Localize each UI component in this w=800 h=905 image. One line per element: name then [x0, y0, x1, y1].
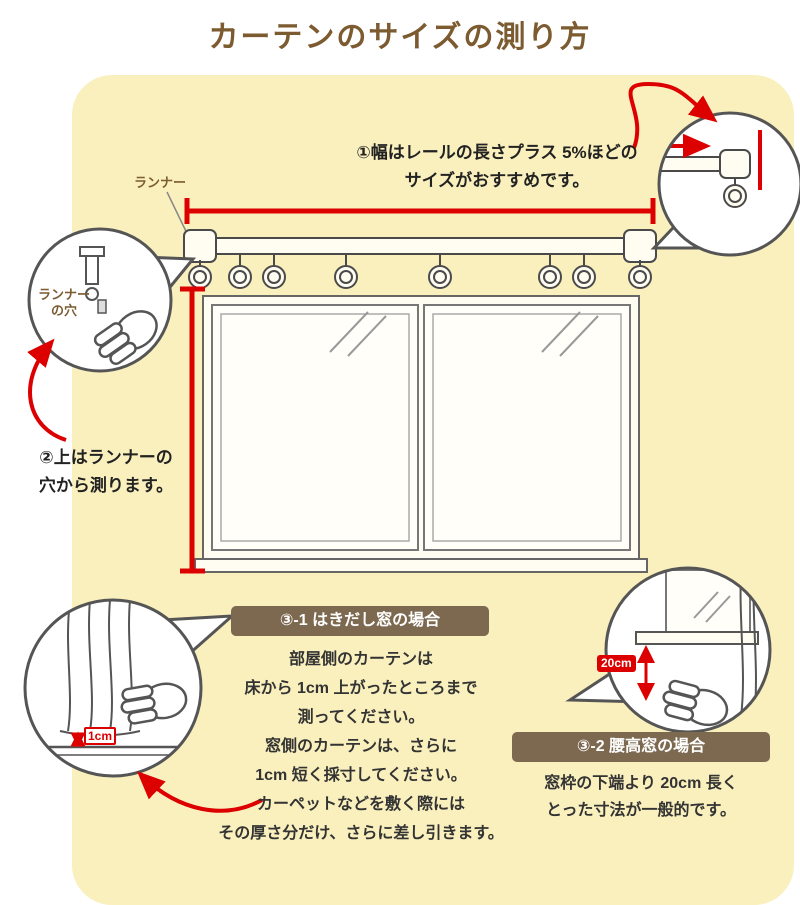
section-3-2-heading: ③-2 腰高窓の場合: [512, 732, 770, 762]
twenty-cm-label: 20cm: [597, 655, 636, 672]
s32-line: とった寸法が一般的です。: [546, 802, 736, 819]
step1-line2: サイズがおすすめです。: [404, 171, 590, 190]
step2-line2: 穴から測ります。: [38, 476, 174, 495]
arrow-to-floor-hem-bubble: [136, 771, 263, 813]
window: [194, 295, 648, 573]
section-3-1-heading: ③-1 はきだし窓の場合: [231, 606, 489, 636]
s31-line: 床から 1cm 上がったところまで: [244, 680, 478, 697]
window-sill-zoom-bubble: [565, 566, 772, 734]
page: { "title": "カーテンのサイズの測り方", "steps": { "s…: [22, 21, 800, 905]
step2-line1: ②上はランナーの: [39, 448, 173, 467]
s31-line: その厚さ分だけ、さらに差し引きます。: [218, 825, 504, 842]
one-cm-gap-label: 1cm: [84, 727, 117, 745]
arrow-to-rail-end-bubble: [628, 81, 718, 149]
rail-width-measure-line: [184, 198, 656, 224]
s31-line: 測ってください。: [297, 709, 425, 726]
runner-label: ランナー: [134, 175, 187, 190]
page-title: カーテンのサイズの測り方: [208, 21, 592, 54]
section-3-2-body: 窓枠の下端より 20cm 長く とった寸法が一般的です。: [500, 770, 782, 824]
curtain-measure-diagram: [23, 81, 800, 813]
step1-width-note: ①幅はレールの長さプラス 5%ほどの サイズがおすすめです。: [330, 139, 664, 195]
s31-line: カーペットなどを敷く際には: [256, 796, 465, 813]
runner-hole-zoom-bubble: [27, 227, 197, 373]
section-3-1-body: 部屋側のカーテンは 床から 1cm 上がったところまで 測ってください。 窓側の…: [200, 645, 522, 848]
rail-end-zoom-bubble: [650, 111, 800, 257]
curtain-rail: [166, 191, 657, 263]
arrow-to-runner-hole-bubble: [27, 338, 67, 442]
s31-line: 部屋側のカーテンは: [288, 651, 433, 668]
s31-line: 1cm 短く採寸してください。: [255, 767, 467, 784]
runner-hole-label: ランナーの穴: [37, 287, 90, 318]
step2-measure-from-hole-note: ②上はランナーの 穴から測ります。: [22, 444, 190, 500]
runner-rings: [188, 254, 652, 289]
red-callout-arrows: [27, 81, 718, 813]
curtain-height-measure-line: [180, 286, 205, 574]
step1-line1: ①幅はレールの長さプラス 5%ほどの: [356, 143, 638, 162]
s31-line: 窓側のカーテンは、さらに: [264, 738, 457, 755]
floor-hem-zoom-bubble: [23, 598, 237, 778]
s32-line: 窓枠の下端より 20cm 長く: [544, 775, 738, 792]
glass-shine-marks: [329, 311, 599, 357]
